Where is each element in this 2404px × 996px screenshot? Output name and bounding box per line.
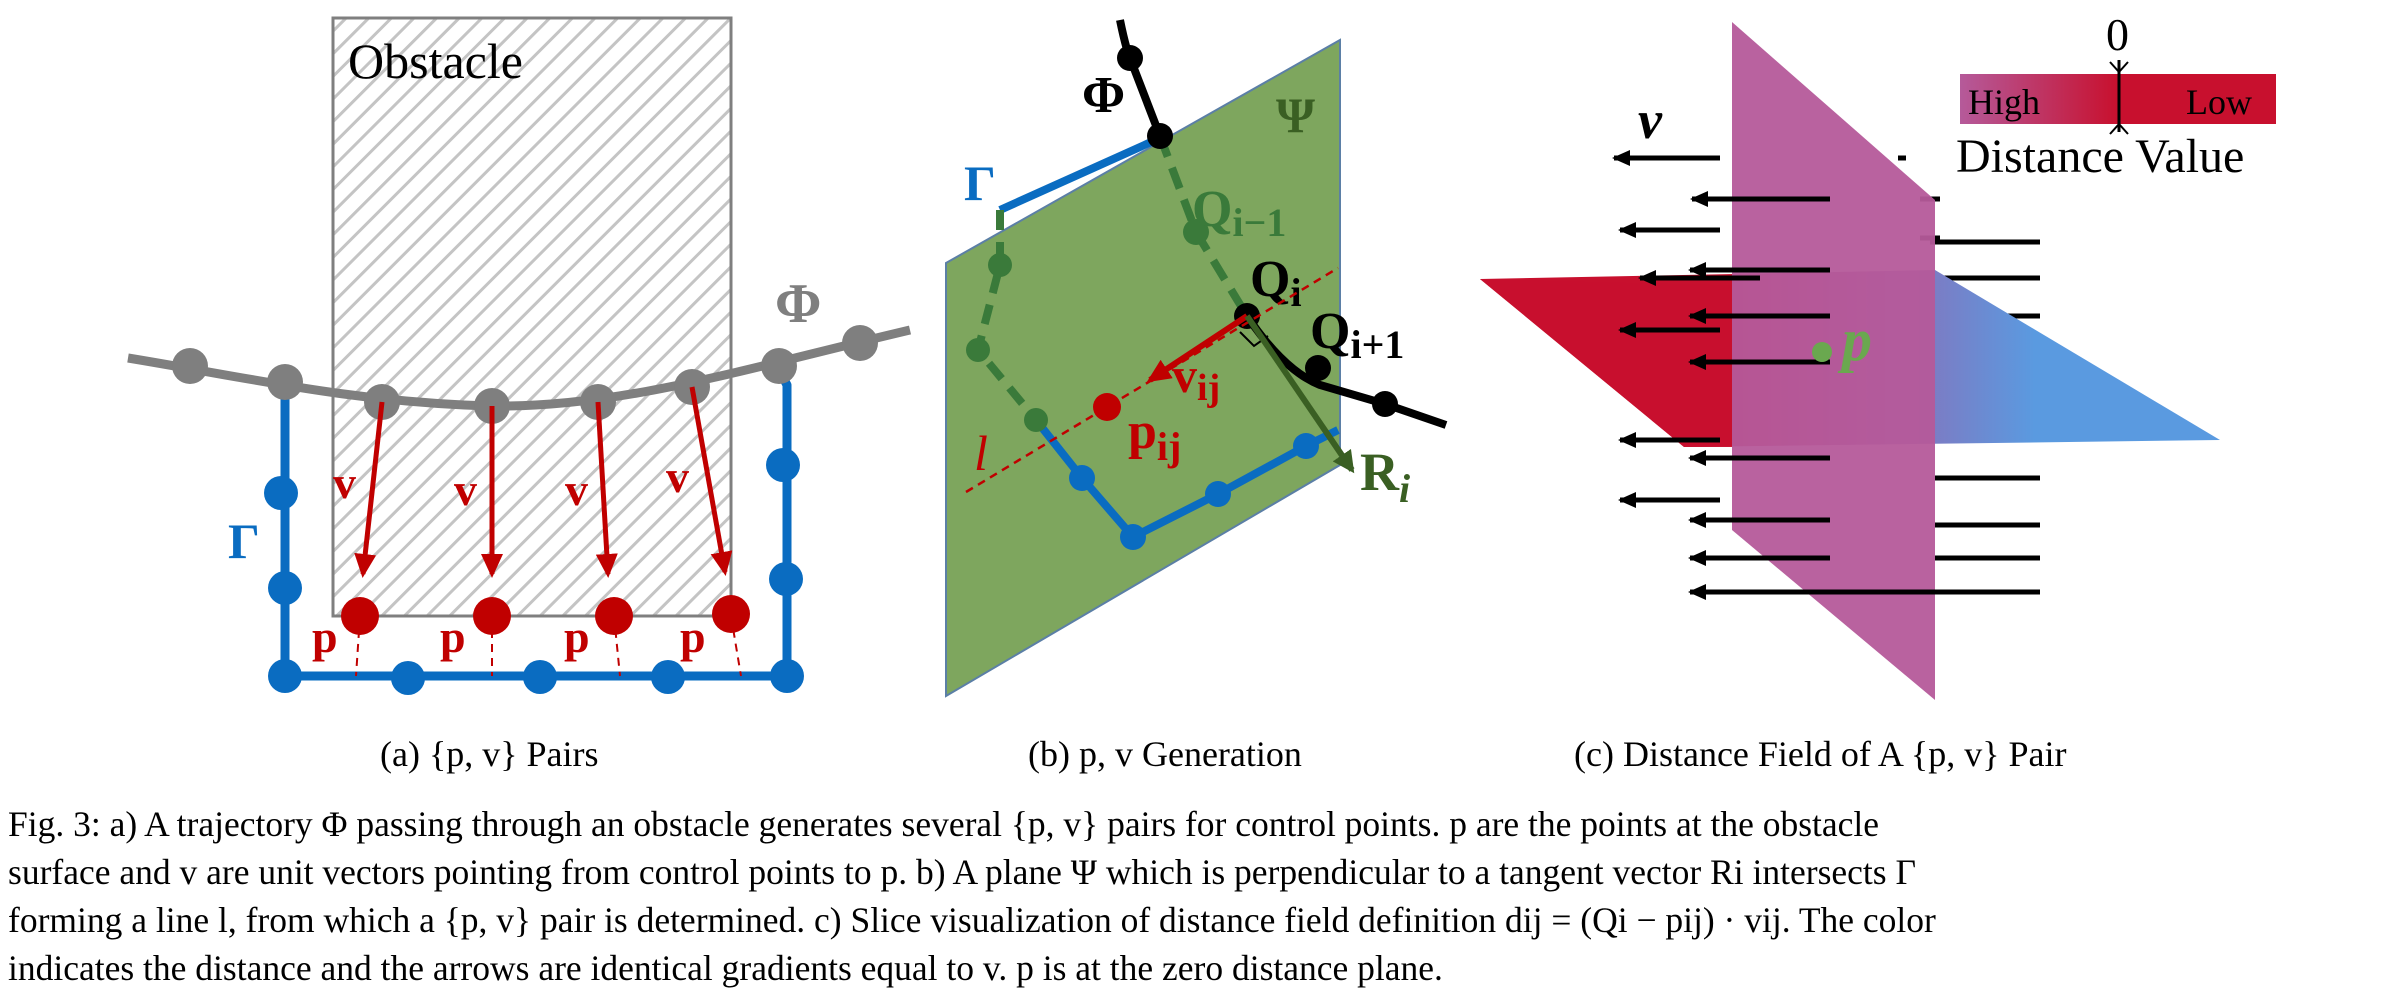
l-label: l [974, 425, 988, 481]
legend-high: High [1968, 82, 2040, 122]
p-point-b [1093, 393, 1121, 421]
legend-zero: 0 [2106, 9, 2129, 60]
panel-b: Ψ Γ Φ Qi−1 Qi Qi+1 [945, 19, 1448, 698]
horizontal-plane-front [1480, 279, 1732, 447]
vertical-plane [1732, 22, 1935, 700]
p-label-b: pij [1128, 403, 1181, 469]
v-labels-a: v v v v [333, 451, 689, 515]
svg-text:p: p [312, 611, 338, 662]
phi-trajectory-b-top [1116, 19, 1164, 138]
gamma-path-b-dashed [973, 210, 1040, 423]
phi-label-b: Φ [1082, 67, 1125, 124]
caption-line-2: surface and v are unit vectors pointing … [8, 852, 1916, 892]
q-prev-label: Qi−1 [1192, 181, 1286, 245]
svg-text:v: v [333, 457, 356, 508]
panel-c: v p 0 High Low Distance Value [1480, 9, 2276, 700]
p-label-c: p [1837, 307, 1872, 373]
p-point-c [1812, 342, 1832, 362]
v-arrow-b [1146, 313, 1249, 383]
q-next-label: Qi+1 [1310, 303, 1404, 367]
p-points-a [341, 595, 750, 635]
r-label: Ri [1360, 442, 1410, 511]
obstacle-label: Obstacle [348, 33, 523, 89]
svg-text:v: v [454, 464, 477, 515]
svg-text:p: p [440, 611, 466, 662]
v-label-c: v [1638, 90, 1663, 150]
gamma-label-a: Γ [228, 513, 260, 569]
caption-line-4: indicates the distance and the arrows ar… [8, 948, 1443, 988]
v-arrows-a [354, 386, 733, 578]
svg-text:p: p [680, 611, 706, 662]
svg-text:v: v [666, 451, 689, 502]
psi-label: Ψ [1276, 87, 1315, 143]
obstacle-box [331, 16, 733, 618]
figure: Obstacle Γ Φ [127, 9, 2276, 700]
caption-c: (c) Distance Field of A {p, v} Pair [1574, 734, 2067, 774]
v-label-b: vij [1172, 347, 1220, 409]
distance-legend: 0 High Low Distance Value [1956, 9, 2276, 183]
svg-text:p: p [564, 611, 590, 662]
gamma-nodes [264, 448, 804, 695]
panel-a: Obstacle Γ Φ [127, 16, 912, 695]
gradient-arrows-front [1612, 150, 2040, 600]
phi-nodes-a [172, 325, 878, 424]
gamma-label-b: Γ [964, 155, 996, 211]
caption-a: (a) {p, v} Pairs [380, 734, 599, 774]
legend-low: Low [2186, 82, 2252, 122]
caption-b: (b) p, v Generation [1028, 734, 1302, 774]
svg-text:v: v [565, 464, 588, 515]
gamma-nodes-b [966, 253, 1319, 550]
figure-caption: Fig. 3: a) A trajectory Φ passing throug… [8, 800, 2398, 992]
caption-line-3: forming a line l, from which a {p, v} pa… [8, 900, 1936, 940]
p-labels-a: p p p p [312, 611, 706, 662]
p-dashed-lines [355, 615, 742, 677]
gamma-path-b-top [998, 134, 1162, 214]
phi-label-a: Φ [775, 273, 821, 335]
legend-title: Distance Value [1956, 130, 2244, 183]
r-arrow [1244, 314, 1355, 474]
caption-line-1: Fig. 3: a) A trajectory Φ passing throug… [8, 804, 1880, 844]
